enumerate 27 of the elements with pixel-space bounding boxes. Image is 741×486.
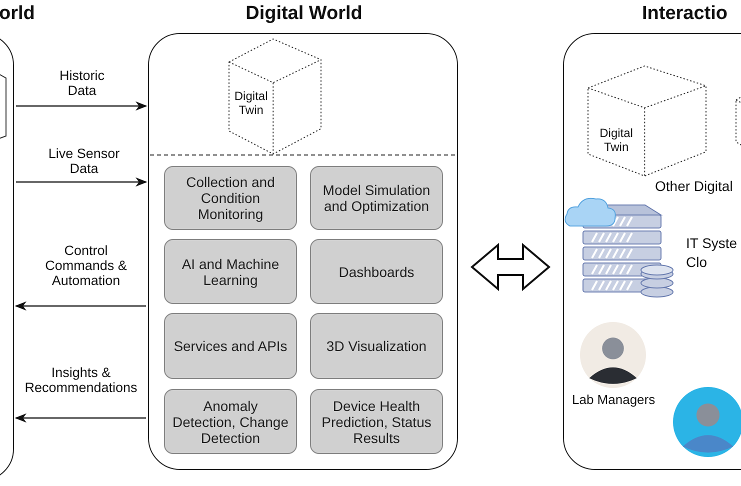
feature-box: Dashboards [310,239,443,304]
feature-box: Services and APIs [164,313,297,379]
feature-box: Device Health Prediction, Status Results [310,389,443,454]
edge-label: Historic Data [58,68,106,98]
panel-title: Interactio [642,3,728,25]
feature-box: AI and Machine Learning [164,239,297,304]
arrow [16,101,148,111]
cube-frame [229,39,321,154]
arrow [14,301,146,311]
feature-box: Anomaly Detection, Change Detection [164,389,297,454]
feature-box: Model Simulation and Optimization [310,166,443,230]
text-label: IT Syste Clo [686,234,738,272]
cube-label: Digital Twin [598,126,634,154]
panel-title: Digital World [244,3,364,25]
edge-label: Insights & Recommendations [24,365,138,395]
feature-box: 3D Visualization [310,313,443,379]
feature-box: Collection and Condition Monitoring [164,166,297,230]
edge-label: Control Commands & Automation [44,243,128,288]
arrow [14,413,146,423]
text-label: Other Digital [655,178,733,194]
double-arrow [470,242,551,292]
arrow [16,177,148,187]
text-label: Lab Managers [572,392,656,407]
panel-title: orld [0,3,35,25]
edge-label: Live Sensor Data [47,146,121,176]
cube-frame [588,66,706,176]
cube-label: Digital Twin [233,89,269,117]
